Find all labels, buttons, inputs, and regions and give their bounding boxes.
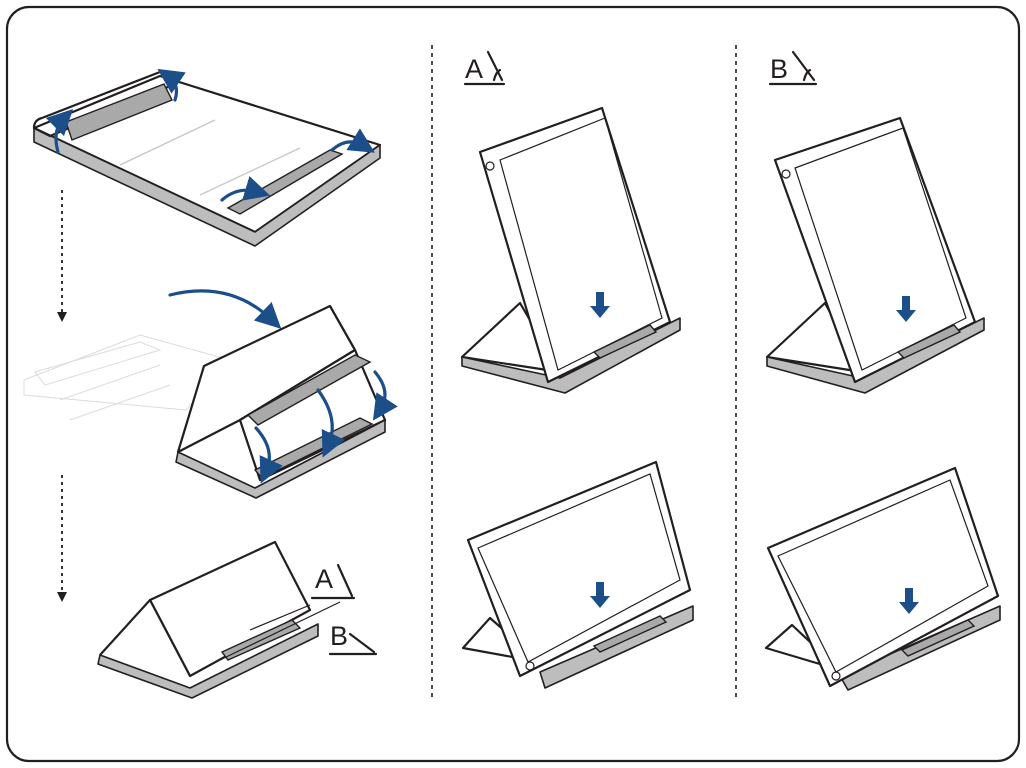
step1-flat-cover	[32, 68, 382, 247]
callout-b: B	[328, 621, 378, 656]
column-b-text: B	[770, 54, 788, 84]
column-a-text: A	[465, 54, 483, 84]
column-label-b: B	[768, 50, 818, 86]
callout-a-text: A	[315, 564, 333, 594]
callout-a: A	[310, 563, 356, 600]
callout-b-text: B	[330, 621, 348, 651]
dotted-down-arrow-icon	[57, 190, 67, 322]
dotted-down-arrow-icon	[57, 475, 67, 602]
down-arrow-icon	[899, 588, 919, 614]
down-arrow-icon	[590, 582, 610, 608]
angle-icon	[310, 563, 356, 600]
angle-icon	[768, 50, 818, 86]
column-b-landscape	[764, 466, 1001, 691]
down-arrow-icon	[896, 296, 916, 322]
column-a-portrait	[460, 106, 681, 394]
column-label-a: A	[463, 50, 506, 86]
step2-folding-cover	[23, 289, 398, 499]
outer-frame	[5, 5, 1021, 763]
step3-folded-stand	[97, 540, 341, 699]
column-a-landscape	[461, 460, 694, 689]
angle-icon	[328, 632, 378, 656]
column-b-portrait	[765, 116, 985, 394]
down-arrow-icon	[590, 292, 610, 318]
angle-icon	[463, 50, 506, 86]
